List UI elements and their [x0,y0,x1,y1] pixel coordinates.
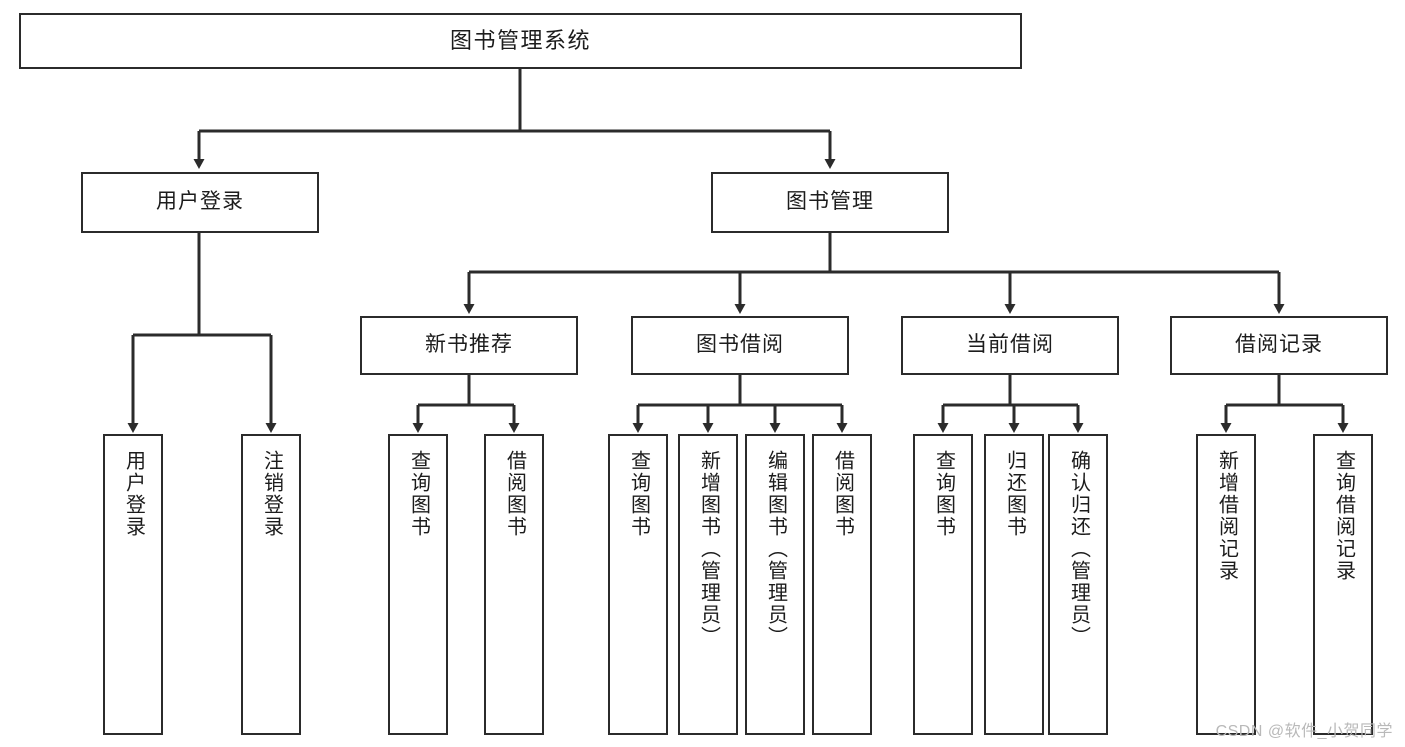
node-label: 当前借阅 [966,333,1054,357]
node-label: 图书借阅 [696,333,784,357]
leaf-user-login[interactable]: 用户登录 [103,434,163,735]
leaf-logout[interactable]: 注销登录 [241,434,301,735]
node-label: 查询图书 [407,450,430,538]
node-label: 新增借阅记录 [1215,450,1238,582]
node-label: 图书管理系统 [449,28,591,54]
node-label: 新增图书（管理员） [697,450,720,648]
node-current-borrow[interactable]: 当前借阅 [901,316,1119,375]
node-label: 编辑图书（管理员） [764,450,787,648]
leaf-add-record[interactable]: 新增借阅记录 [1196,434,1256,735]
node-book-manage[interactable]: 图书管理 [711,172,949,233]
node-label: 确认归还（管理员） [1067,450,1090,648]
node-user-login[interactable]: 用户登录 [81,172,319,233]
node-label: 借阅记录 [1235,333,1323,357]
node-new-book-rec[interactable]: 新书推荐 [360,316,578,375]
watermark: CSDN @软件_小贺同学 [1215,723,1393,740]
leaf-borrow-book-2[interactable]: 借阅图书 [812,434,872,735]
leaf-query-book-2[interactable]: 查询图书 [608,434,668,735]
leaf-query-book-3[interactable]: 查询图书 [913,434,973,735]
node-label: 借阅图书 [831,450,854,538]
node-label: 图书管理 [786,190,874,214]
node-book-borrow[interactable]: 图书借阅 [631,316,849,375]
node-label: 用户登录 [122,450,145,538]
node-label: 查询图书 [932,450,955,538]
leaf-query-book-1[interactable]: 查询图书 [388,434,448,735]
leaf-add-book[interactable]: 新增图书（管理员） [678,434,738,735]
node-label: 查询图书 [627,450,650,538]
node-label: 查询借阅记录 [1332,450,1355,582]
node-label: 借阅图书 [503,450,526,538]
node-label: 注销登录 [260,450,283,538]
leaf-confirm-return[interactable]: 确认归还（管理员） [1048,434,1108,735]
node-borrow-record[interactable]: 借阅记录 [1170,316,1388,375]
leaf-query-record[interactable]: 查询借阅记录 [1313,434,1373,735]
node-label: 归还图书 [1003,450,1026,538]
node-label: 用户登录 [156,190,244,214]
leaf-borrow-book-1[interactable]: 借阅图书 [484,434,544,735]
node-label: 新书推荐 [425,333,513,357]
leaf-edit-book[interactable]: 编辑图书（管理员） [745,434,805,735]
leaf-return-book[interactable]: 归还图书 [984,434,1044,735]
node-root-system[interactable]: 图书管理系统 [19,13,1022,69]
